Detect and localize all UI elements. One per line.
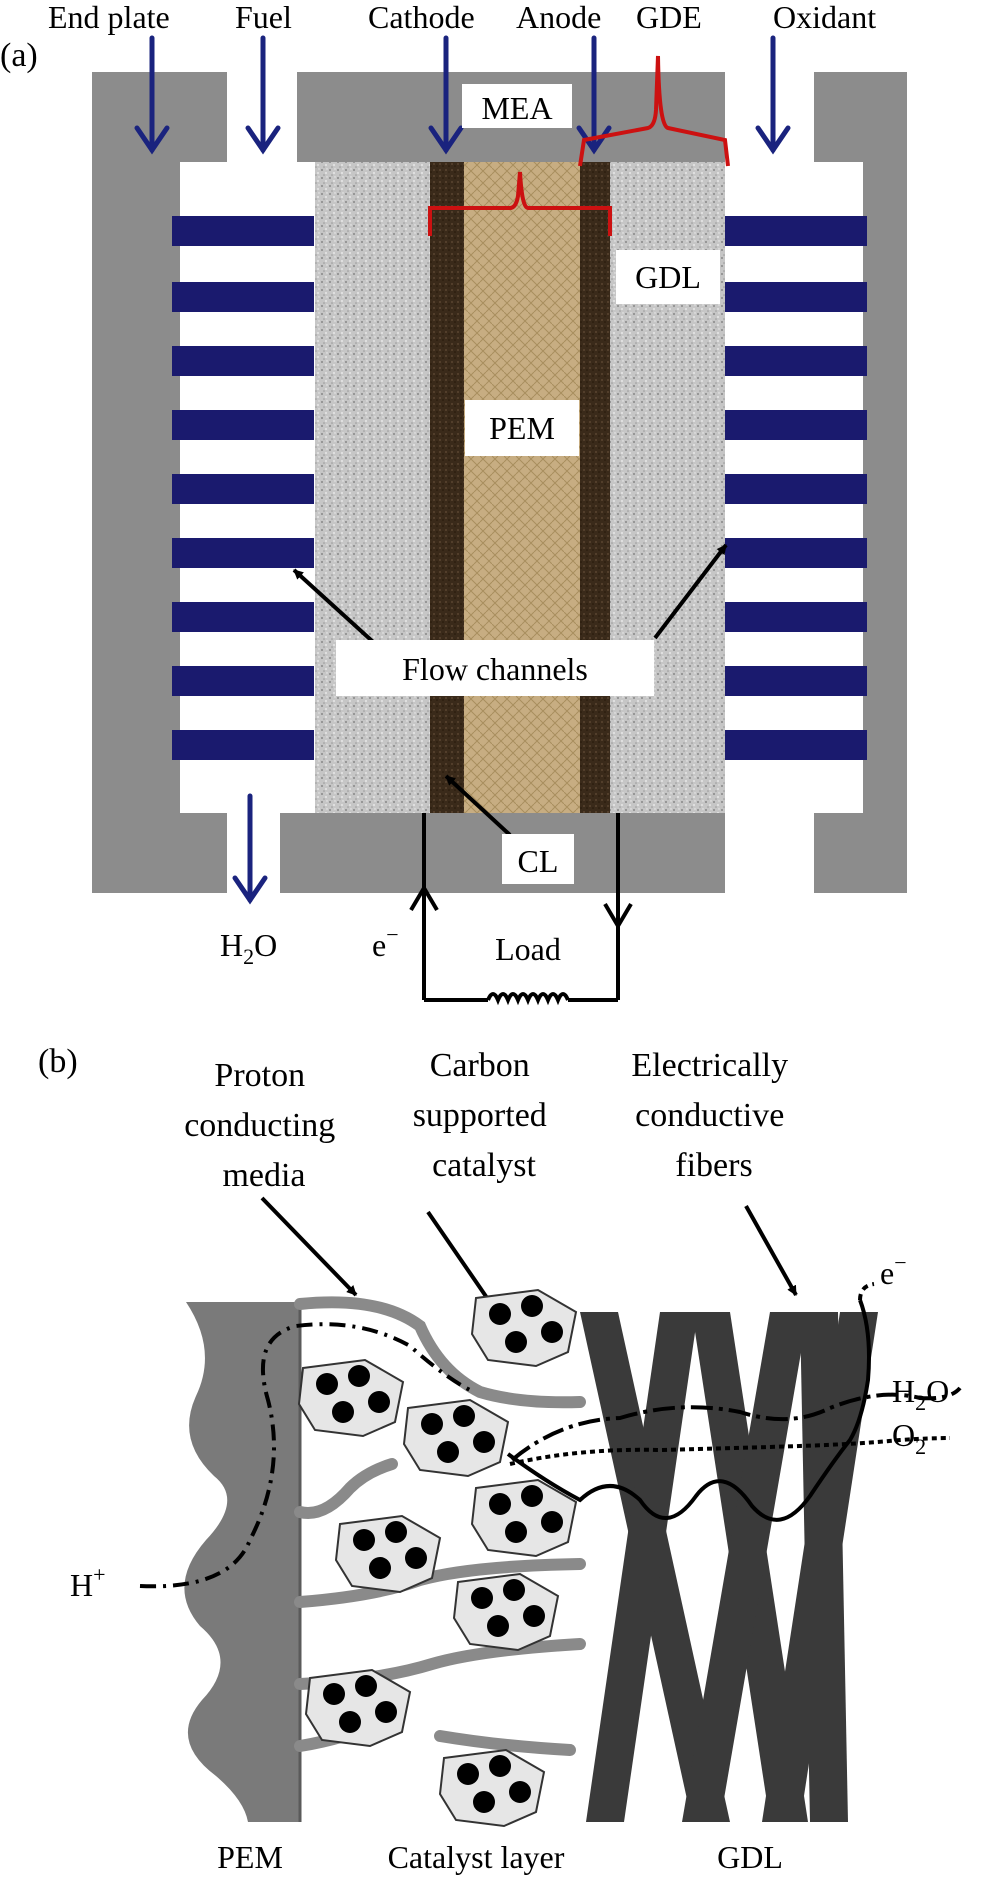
electron-label-b: e− [880, 1250, 907, 1291]
flow-channel-ribs-left [172, 216, 314, 760]
flow-channels-label: Flow channels [402, 651, 588, 687]
gdl-fibers [580, 1312, 878, 1822]
conductive-fibers-label: Electrically conductive fibers [631, 1047, 796, 1184]
pem-region [184, 1302, 300, 1822]
cl-label: CL [518, 843, 559, 879]
carbon-catalyst-label: Carbon supported catalyst [413, 1047, 556, 1184]
catalyst-particle [452, 1572, 560, 1652]
bottom-pem-label: PEM [217, 1839, 283, 1875]
label-gde: GDE [636, 0, 702, 35]
label-end-plate: End plate [48, 0, 170, 35]
panel-b: (b) Proton conducting media Carbon suppo… [38, 1043, 962, 1875]
catalyst-layer-right [580, 162, 610, 813]
flow-channel-ribs-right [725, 216, 867, 760]
proton-label-b: H+ [70, 1562, 106, 1603]
catalyst-arrow [426, 1210, 496, 1310]
label-cathode: Cathode [368, 0, 475, 35]
electron-path [506, 1299, 871, 1522]
down-arrow-icon [245, 35, 281, 155]
panel-a: (a) End plate Fuel Cathode Anode GDE Oxi… [0, 0, 907, 1006]
cl-arrow [444, 774, 512, 837]
water-label-a: H2O [220, 927, 277, 969]
panel-a-label: (a) [0, 37, 38, 74]
catalyst-particle [470, 1288, 578, 1368]
gdl-label: GDL [635, 259, 701, 295]
catalyst-particle [402, 1398, 510, 1478]
down-arrow-icon [428, 35, 464, 155]
bottom-gdl-label: GDL [717, 1839, 783, 1875]
gdl-left [315, 162, 430, 813]
bottom-catalyst-layer-label: Catalyst layer [388, 1839, 565, 1875]
flow-arrow-left [292, 568, 384, 652]
proton-path [139, 1322, 471, 1589]
oxygen-path [509, 1436, 951, 1466]
gdl-label-box [616, 250, 720, 304]
water-label-b: H2O [892, 1373, 949, 1415]
load-label: Load [495, 931, 561, 967]
pem-label-box [465, 400, 579, 456]
catalyst-particle [297, 1358, 405, 1438]
label-oxidant: Oxidant [773, 0, 876, 35]
flow-arrow-right [653, 543, 728, 640]
cl-label-box [502, 834, 574, 884]
catalyst-particle [470, 1478, 578, 1558]
proton-media-arrow [260, 1196, 358, 1297]
proton-media-label: Proton conducting media [184, 1057, 344, 1194]
gde-bracket [578, 55, 730, 167]
down-arrow-icon [755, 35, 791, 155]
electron-label-a: e− [372, 922, 399, 963]
mea-bracket [428, 171, 612, 236]
external-circuit [409, 813, 633, 1006]
pem-membrane [464, 162, 580, 813]
down-arrow-icons [134, 35, 791, 905]
mea-label: MEA [481, 90, 552, 126]
label-anode: Anode [516, 0, 601, 35]
catalyst-particle [334, 1514, 442, 1594]
label-fuel: Fuel [235, 0, 292, 35]
flow-channels-box [336, 640, 654, 696]
electron-path-dash [858, 1282, 875, 1301]
catalyst-particles [297, 1288, 578, 1828]
oxygen-label-b: O2 [892, 1417, 926, 1459]
fibers-arrow [744, 1205, 798, 1296]
down-arrow-icon [232, 793, 268, 905]
catalyst-layer-left [430, 162, 464, 813]
catalyst-particle [438, 1748, 546, 1828]
down-arrow-icon [134, 35, 170, 155]
pem-label: PEM [489, 410, 555, 446]
mea-label-box [462, 84, 572, 128]
catalyst-particle [304, 1668, 412, 1748]
panel-b-label: (b) [38, 1043, 78, 1080]
water-path [510, 1386, 962, 1462]
